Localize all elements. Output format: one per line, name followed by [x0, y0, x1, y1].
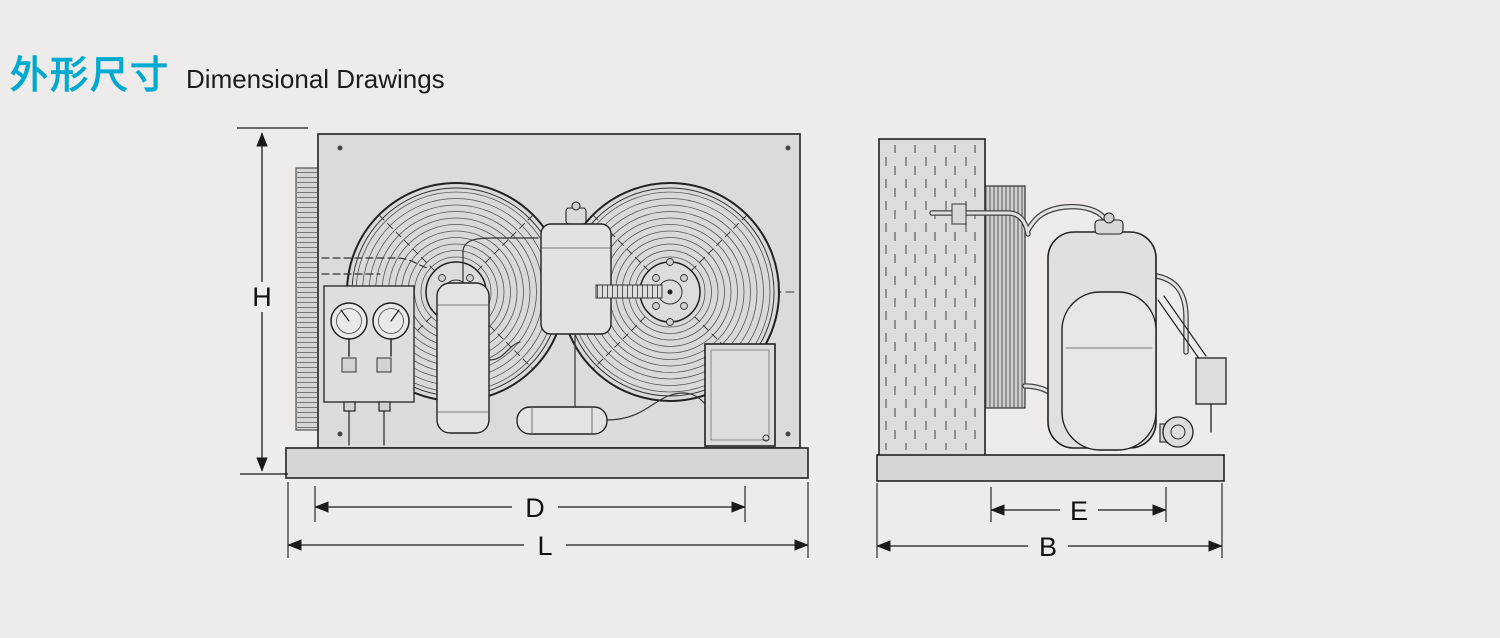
electrical-box — [704, 343, 776, 447]
base-rail-front — [285, 447, 809, 479]
gauge-panel — [323, 285, 415, 446]
title-chinese: 外形尺寸 — [10, 55, 171, 97]
pressure-gauge-high — [372, 302, 410, 357]
dimension-label-E: E — [1070, 496, 1088, 526]
page-title: 外形尺寸 Dimensional Drawings — [10, 44, 445, 99]
fan-right-bolts — [652, 258, 688, 326]
dimension-D: D — [314, 486, 746, 523]
accumulator — [1061, 291, 1157, 451]
title-english: Dimensional Drawings — [186, 64, 445, 94]
hatched-pipe — [595, 284, 663, 299]
dimension-L: L — [287, 482, 809, 561]
dimension-E: E — [990, 487, 1167, 526]
valve-bracket-assembly — [1157, 295, 1227, 448]
dimension-H: H — [237, 127, 308, 475]
filter-drier — [516, 406, 608, 435]
dimension-B: B — [876, 483, 1223, 562]
dimension-label-H: H — [252, 282, 272, 312]
liquid-receiver — [436, 282, 490, 434]
fin-pack — [984, 185, 1026, 409]
service-valves — [343, 401, 391, 446]
base-rail-side — [876, 454, 1225, 482]
dimension-label-L: L — [537, 531, 552, 561]
refrigerant-piping — [321, 237, 706, 421]
front-view-drawing — [285, 133, 809, 479]
pipe-flange — [951, 203, 967, 225]
pressure-gauge-low — [330, 302, 368, 357]
condenser-fins-edge — [295, 167, 319, 431]
panel-screws — [337, 145, 791, 437]
dimension-label-D: D — [525, 493, 545, 523]
side-view-drawing — [876, 138, 1227, 482]
compressor — [1047, 212, 1157, 451]
oil-separator — [540, 201, 612, 335]
dimension-label-B: B — [1039, 532, 1057, 562]
condenser-coil-side — [878, 138, 986, 457]
